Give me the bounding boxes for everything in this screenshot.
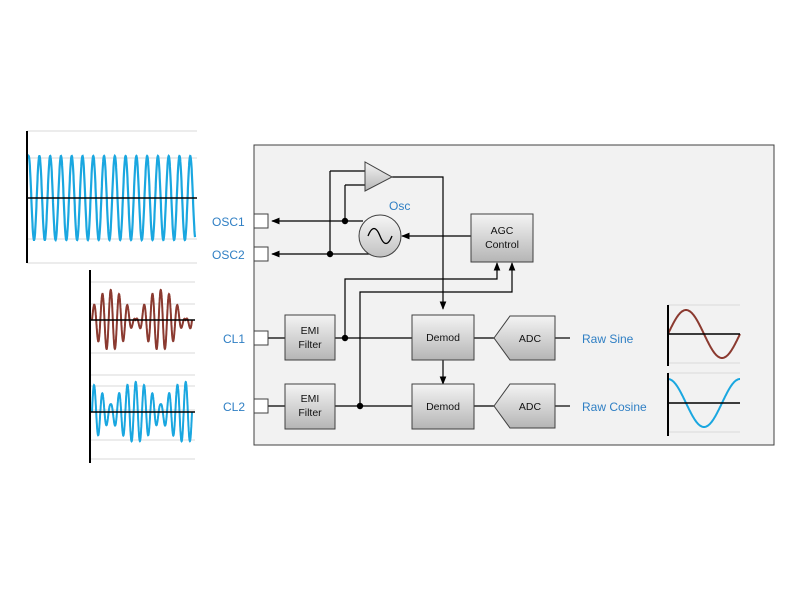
demod-block-sine: Demod (411, 314, 475, 361)
osc-excitation-waveform (26, 153, 197, 243)
agc-control-block: AGC Control (470, 213, 534, 263)
amplifier-triangle-icon (364, 161, 394, 192)
pin-osc2: OSC2 (212, 246, 269, 262)
osc-excitation-plot (26, 130, 197, 264)
emi-filter-cl1: EMI Filter (284, 314, 336, 361)
pin-cl2: CL2 (223, 398, 269, 414)
signal-wires (268, 170, 570, 407)
output-label-raw-sine: Raw Sine (582, 332, 634, 346)
adc-label: ADC (519, 333, 542, 345)
emi-label-line2: Filter (298, 407, 322, 419)
pin-osc1: OSC1 (212, 213, 269, 229)
emi-label-line1: EMI (301, 393, 320, 405)
raw-sine-plot (667, 304, 741, 366)
cl1-signal-plot (89, 281, 195, 376)
oscillator-block: Osc (358, 199, 410, 258)
adc-block-sine: ADC (493, 315, 556, 361)
emi-label-line1: EMI (301, 325, 320, 337)
agc-label-line2: Control (485, 239, 519, 251)
demod-label: Demod (426, 332, 460, 344)
sine-wave-icon (367, 227, 393, 245)
pin-label-osc2: OSC2 (212, 248, 245, 262)
output-label-raw-cosine: Raw Cosine (582, 400, 647, 414)
demod-block-cosine: Demod (411, 383, 475, 430)
pin-label-cl2: CL2 (223, 400, 245, 414)
wire-junctions (326, 217, 364, 410)
demod-label: Demod (426, 401, 460, 413)
adc-block-cosine: ADC (493, 383, 556, 429)
emi-filter-cl2: EMI Filter (284, 383, 336, 430)
oscillator-label: Osc (389, 199, 410, 213)
cl2-signal-plot (89, 380, 195, 460)
pin-label-cl1: CL1 (223, 332, 245, 346)
pin-cl1: CL1 (223, 330, 269, 346)
adc-label: ADC (519, 401, 542, 413)
raw-cosine-waveform (668, 378, 740, 428)
raw-cosine-plot (667, 372, 740, 436)
agc-label-line1: AGC (491, 225, 514, 237)
pin-label-osc1: OSC1 (212, 215, 245, 229)
emi-label-line2: Filter (298, 339, 322, 351)
